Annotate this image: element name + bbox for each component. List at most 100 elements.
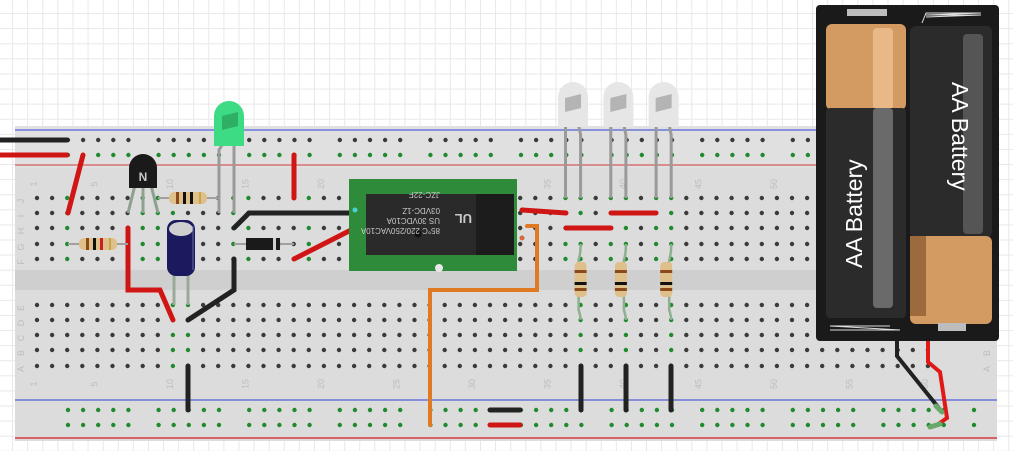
breadboard-hole[interactable] <box>262 407 267 413</box>
breadboard-hole[interactable] <box>563 241 568 247</box>
breadboard-hole[interactable] <box>700 152 705 158</box>
breadboard-hole[interactable] <box>337 422 342 428</box>
breadboard-hole[interactable] <box>276 195 281 201</box>
breadboard-hole[interactable] <box>201 137 207 143</box>
breadboard-hole[interactable] <box>820 363 825 369</box>
breadboard-hole[interactable] <box>820 347 825 353</box>
breadboard-hole[interactable] <box>397 347 402 353</box>
breadboard-hole[interactable] <box>804 317 810 323</box>
breadboard-hole[interactable] <box>699 241 704 247</box>
breadboard-hole[interactable] <box>653 332 659 338</box>
breadboard-hole[interactable] <box>200 302 206 308</box>
breadboard-hole[interactable] <box>638 241 644 247</box>
breadboard-hole[interactable] <box>412 317 417 323</box>
breadboard-hole[interactable] <box>291 225 296 231</box>
breadboard-hole[interactable] <box>292 422 297 428</box>
breadboard-hole[interactable] <box>487 347 493 353</box>
breadboard-hole[interactable] <box>593 256 598 262</box>
breadboard-hole[interactable] <box>744 241 749 247</box>
breadboard-hole[interactable] <box>804 363 810 369</box>
breadboard-hole[interactable] <box>608 332 613 338</box>
breadboard-hole[interactable] <box>729 195 734 201</box>
breadboard-hole[interactable] <box>473 407 478 413</box>
breadboard-hole[interactable] <box>548 332 553 338</box>
breadboard-hole[interactable] <box>337 152 342 158</box>
breadboard-hole[interactable] <box>624 422 629 428</box>
breadboard-hole[interactable] <box>699 363 704 369</box>
breadboard-hole[interactable] <box>896 422 901 428</box>
breadboard-hole[interactable] <box>307 152 312 158</box>
breadboard-hole[interactable] <box>745 407 750 413</box>
breadboard-hole[interactable] <box>729 256 734 262</box>
breadboard-hole[interactable] <box>96 422 101 428</box>
breadboard-hole[interactable] <box>880 347 885 353</box>
breadboard-hole[interactable] <box>851 422 856 428</box>
breadboard-hole[interactable] <box>865 347 870 353</box>
breadboard-hole[interactable] <box>156 152 161 158</box>
breadboard-hole[interactable] <box>593 195 598 201</box>
breadboard-hole[interactable] <box>80 363 85 369</box>
breadboard-hole[interactable] <box>638 363 644 369</box>
breadboard-hole[interactable] <box>684 332 689 338</box>
breadboard-hole[interactable] <box>715 137 720 143</box>
breadboard-hole[interactable] <box>65 347 70 353</box>
breadboard-hole[interactable] <box>911 422 916 428</box>
breadboard-hole[interactable] <box>216 407 222 413</box>
breadboard-hole[interactable] <box>95 256 100 262</box>
breadboard-hole[interactable] <box>291 302 296 308</box>
breadboard-hole[interactable] <box>518 363 523 369</box>
breadboard-hole[interactable] <box>306 347 311 353</box>
breadboard-hole[interactable] <box>518 256 523 262</box>
breadboard-hole[interactable] <box>34 363 40 369</box>
breadboard-hole[interactable] <box>518 302 523 308</box>
breadboard-hole[interactable] <box>729 363 734 369</box>
breadboard-hole[interactable] <box>397 332 402 338</box>
breadboard-hole[interactable] <box>412 332 417 338</box>
breadboard-hole[interactable] <box>457 347 462 353</box>
breadboard-hole[interactable] <box>745 137 750 143</box>
breadboard-hole[interactable] <box>95 317 100 323</box>
breadboard-hole[interactable] <box>472 332 478 338</box>
white-led-resistor[interactable] <box>614 243 628 321</box>
breadboard-hole[interactable] <box>155 195 160 201</box>
breadboard-hole[interactable] <box>744 317 749 323</box>
breadboard-hole[interactable] <box>200 225 206 231</box>
breadboard-hole[interactable] <box>744 256 749 262</box>
breadboard-hole[interactable] <box>34 225 40 231</box>
breadboard-hole[interactable] <box>548 241 553 247</box>
breadboard-hole[interactable] <box>971 407 977 413</box>
breadboard-hole[interactable] <box>352 422 358 428</box>
breadboard-hole[interactable] <box>805 137 811 143</box>
breadboard-hole[interactable] <box>472 347 478 353</box>
breadboard-hole[interactable] <box>292 407 297 413</box>
breadboard-hole[interactable] <box>729 332 734 338</box>
breadboard-hole[interactable] <box>623 347 629 353</box>
breadboard-hole[interactable] <box>367 152 373 158</box>
breadboard-hole[interactable] <box>200 363 206 369</box>
breadboard-hole[interactable] <box>457 363 462 369</box>
breadboard-hole[interactable] <box>125 332 130 338</box>
breadboard-hole[interactable] <box>262 152 267 158</box>
breadboard-hole[interactable] <box>306 225 311 231</box>
breadboard-hole[interactable] <box>336 225 342 231</box>
breadboard-hole[interactable] <box>608 241 613 247</box>
breadboard-hole[interactable] <box>307 422 312 428</box>
breadboard-hole[interactable] <box>563 256 568 262</box>
breadboard-hole[interactable] <box>156 422 161 428</box>
breadboard-hole[interactable] <box>760 422 765 428</box>
breadboard-hole[interactable] <box>548 347 553 353</box>
breadboard-hole[interactable] <box>307 407 312 413</box>
breadboard-hole[interactable] <box>851 407 856 413</box>
breadboard-hole[interactable] <box>261 225 266 231</box>
breadboard-hole[interactable] <box>34 347 40 353</box>
breadboard-hole[interactable] <box>170 363 176 369</box>
breadboard-hole[interactable] <box>96 152 101 158</box>
breadboard-hole[interactable] <box>246 332 251 338</box>
breadboard-hole[interactable] <box>336 241 342 247</box>
breadboard-hole[interactable] <box>653 225 659 231</box>
breadboard-hole[interactable] <box>277 152 282 158</box>
breadboard-hole[interactable] <box>140 332 145 338</box>
breadboard-hole[interactable] <box>412 302 417 308</box>
breadboard-hole[interactable] <box>789 363 795 369</box>
white-led[interactable] <box>603 82 634 198</box>
